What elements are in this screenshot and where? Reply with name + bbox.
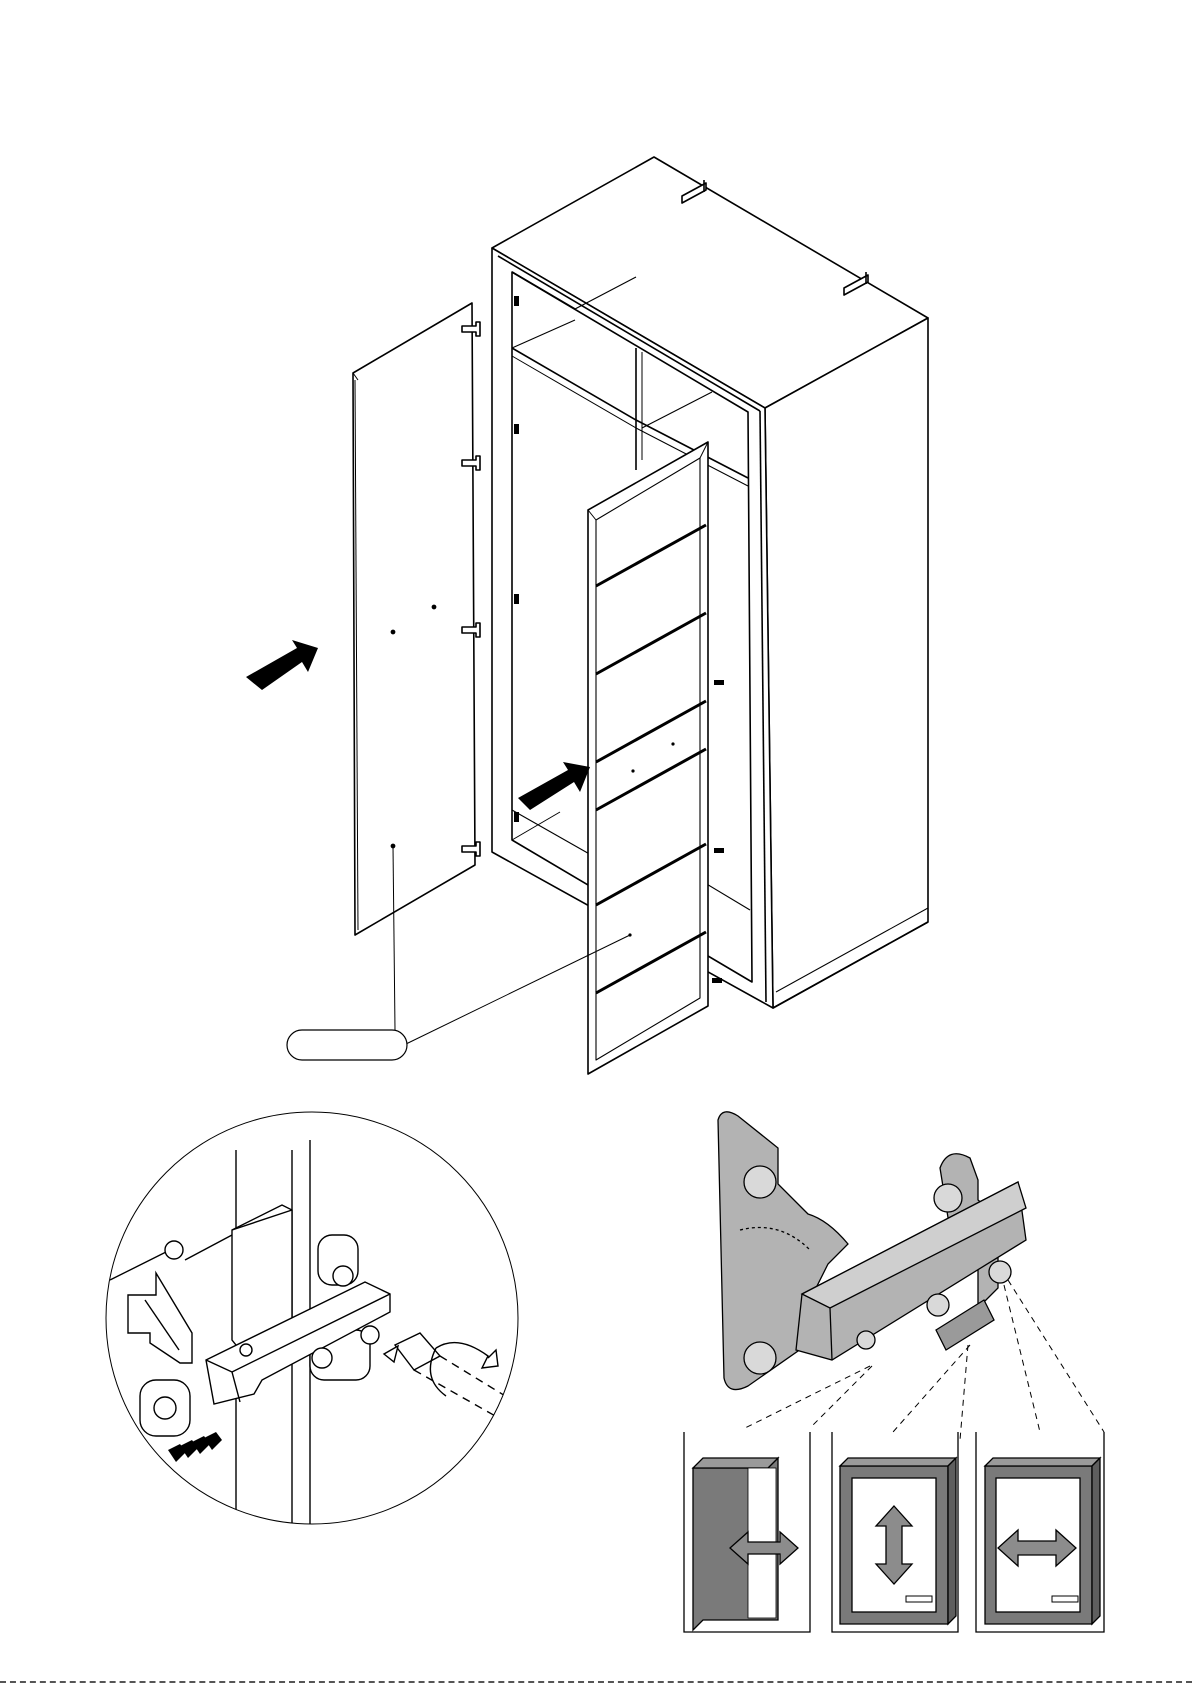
adjustment-panel-side [976,1432,1104,1632]
hinge-adjustment-detail [684,1112,1104,1632]
part-label-box [287,1030,407,1060]
left-door-panel [353,303,480,935]
page-footer-line [0,1681,1192,1683]
cabinet-body [492,157,928,1008]
insert-arrow-left [246,640,318,690]
adjustment-panel-depth [684,1432,810,1632]
main-figure-wardrobe [246,157,928,1074]
right-door-panel [588,442,708,1074]
hinge-clip-detail [106,1112,520,1540]
adjustment-panel-height [832,1432,958,1632]
hinge-3d [718,1112,1026,1390]
